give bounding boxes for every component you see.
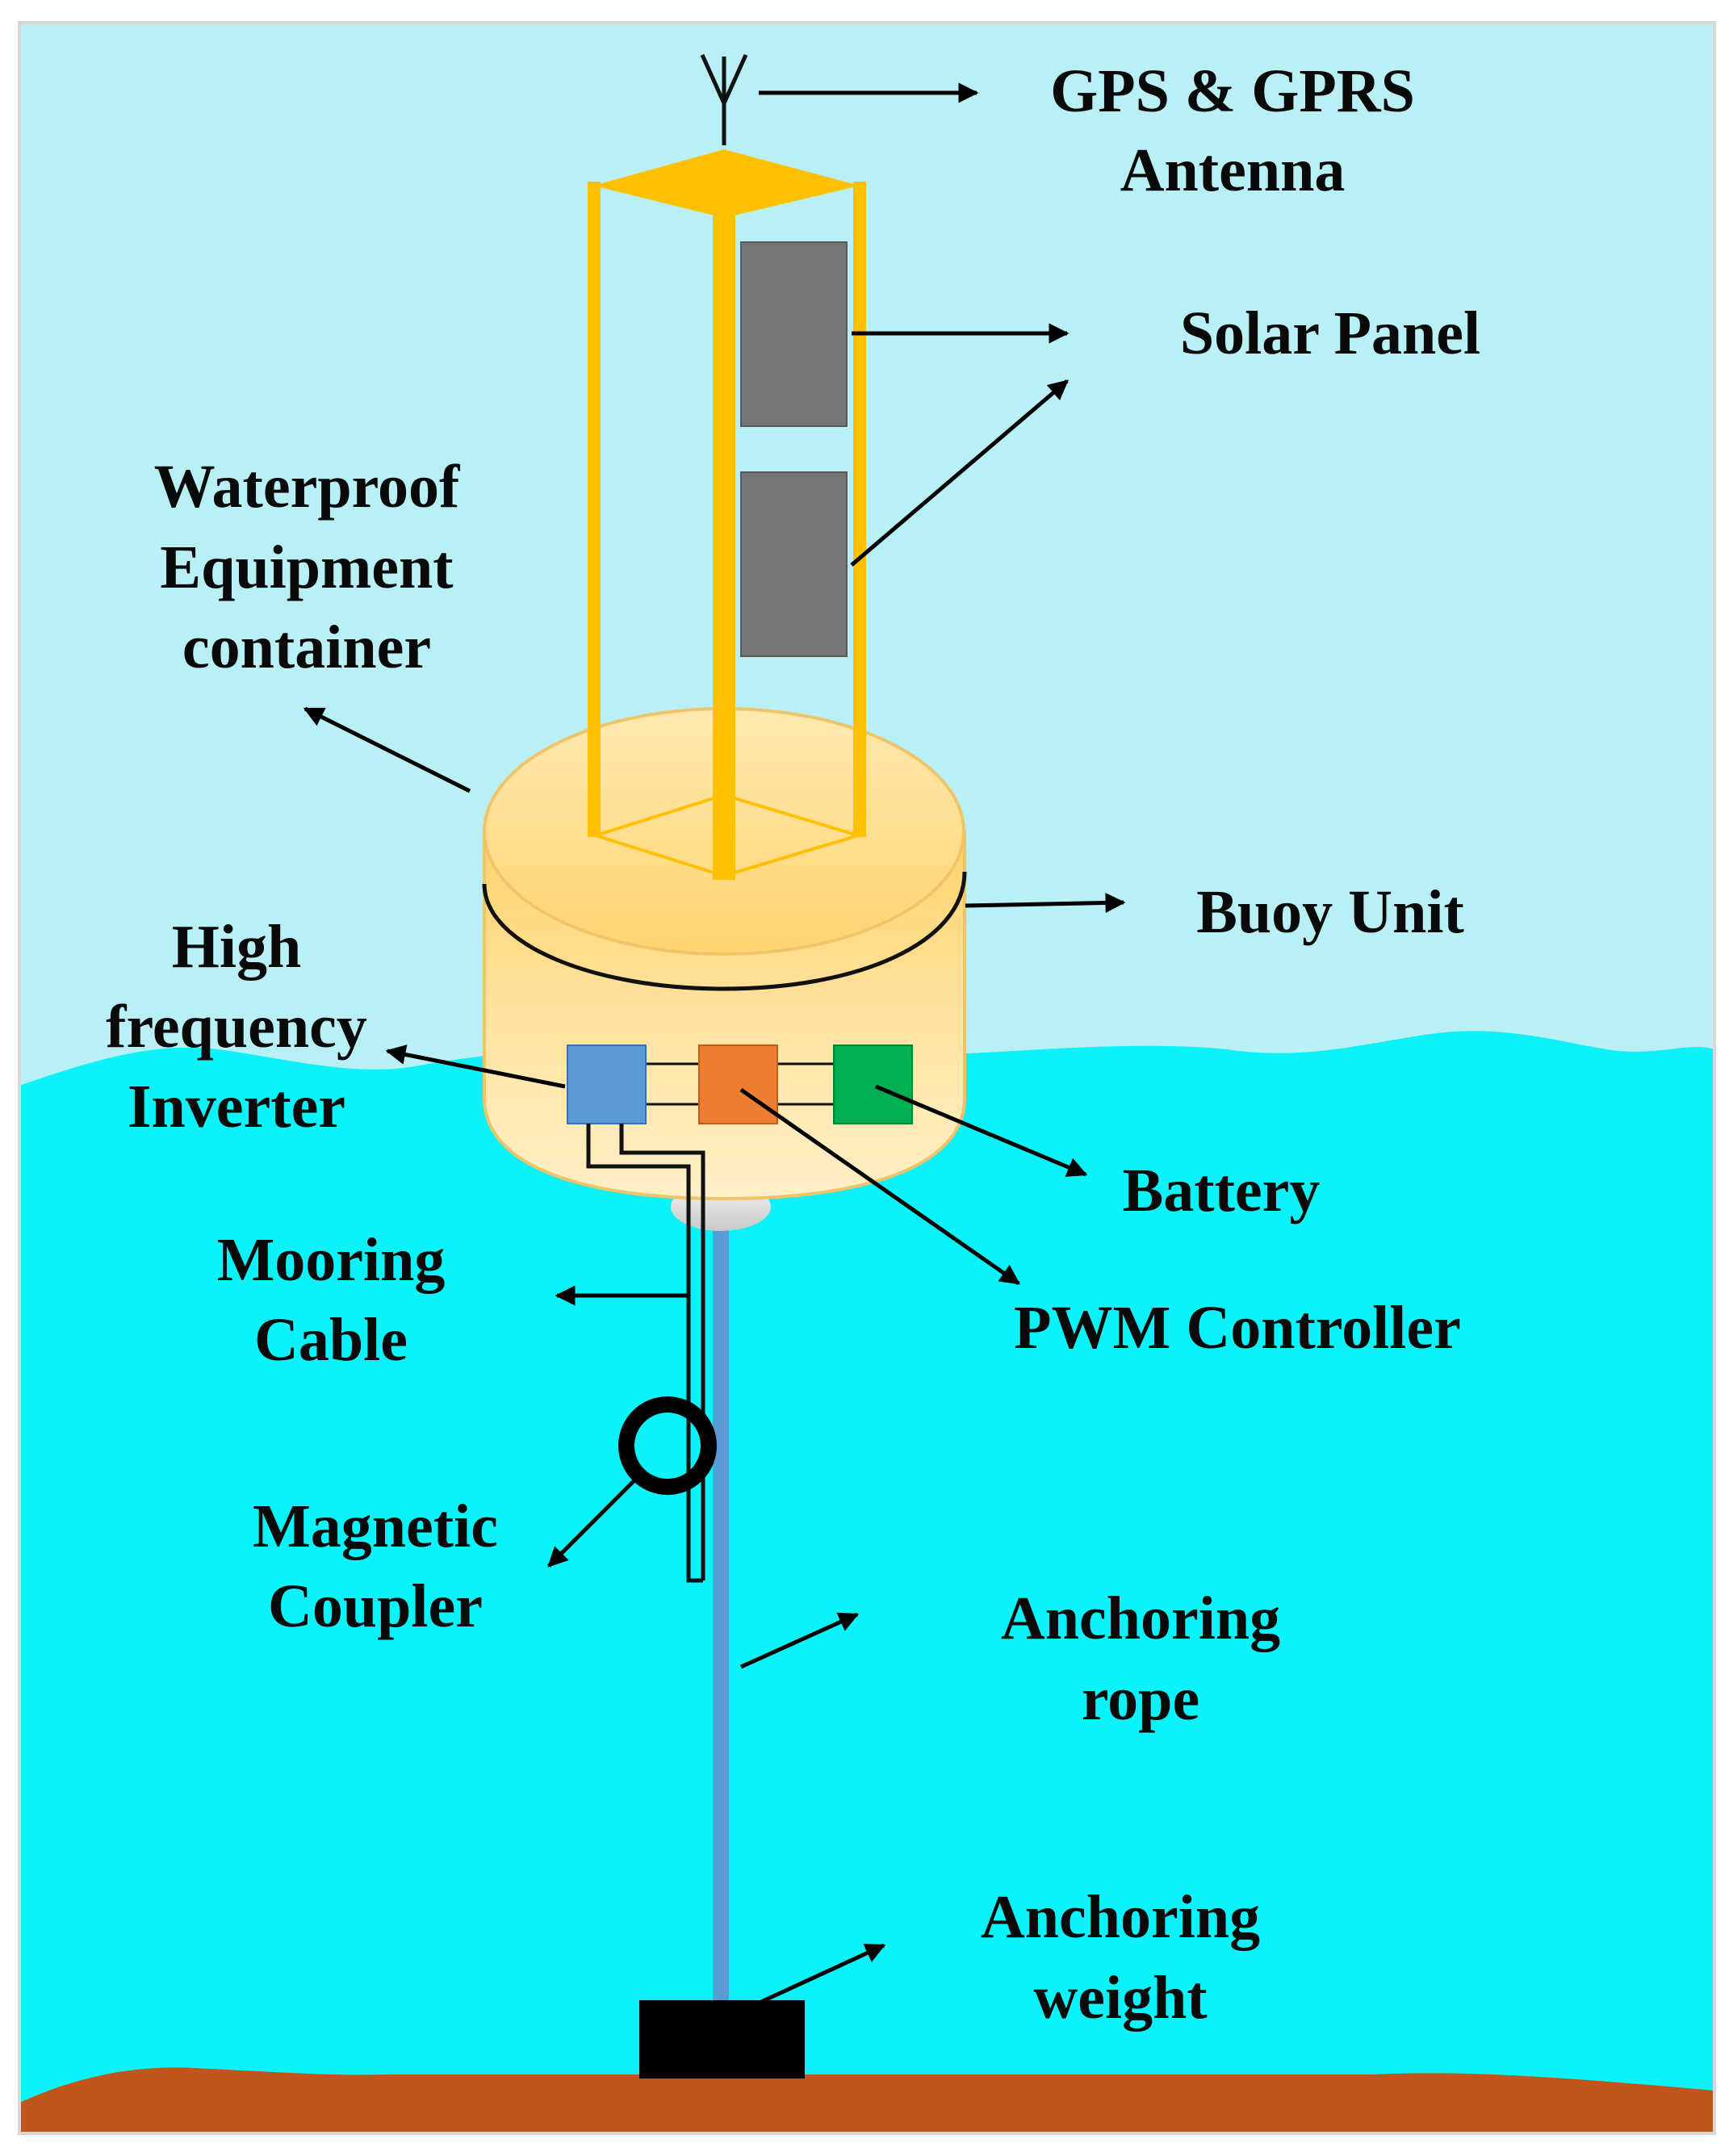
electronics-modules [567,1045,913,1124]
rope-label-line2: rope [1082,1665,1199,1733]
gps-label-line1: GPS & GPRS [1050,57,1415,125]
leader-arrows [303,82,1126,2004]
mooring-label-line1: Mooring [217,1226,446,1294]
inverter-label-line1: High [172,913,302,981]
mooring-cable [586,1124,705,1583]
buoy-unit-label: Buoy Unit [1196,878,1464,946]
pwm-controller-module [698,1045,778,1124]
mooring-label-line2: Cable [254,1306,408,1374]
pwm-controller-label: PWM Controller [1014,1294,1461,1362]
inverter-label-line3: Inverter [128,1073,345,1141]
rope-label-line1: Anchoring [1001,1585,1280,1652]
waterproof-label-line1: Waterproof [154,453,461,521]
sea-water [19,1031,1714,2133]
waterproof-label-line3: container [182,613,431,681]
anchoring-weight [639,2000,805,2079]
waterproof-label-line2: Equipment [160,534,453,601]
battery-module [833,1045,913,1124]
inverter-label-line2: frequency [106,993,367,1061]
weight-label-line2: weight [1033,1964,1207,2032]
solar-frame [588,149,866,880]
solar-panel-lower [740,471,848,657]
magnetic-coupler [618,1396,717,1495]
labels: GPS & GPRS Antenna Solar Panel Waterproo… [106,57,1480,2032]
solar-panel-label: Solar Panel [1180,299,1480,367]
magnetic-label-line1: Magnetic [253,1492,498,1560]
seabed [19,2067,1714,2133]
anchoring-rope [713,1211,729,2010]
gps-label-line2: Antenna [1120,136,1346,204]
diagram-border [18,21,1716,2135]
gps-gprs-antenna [700,53,748,145]
inverter-module [567,1045,647,1124]
magnetic-label-line2: Coupler [268,1572,483,1640]
weight-label-line1: Anchoring [981,1883,1260,1951]
solar-panel-upper [740,241,848,427]
battery-label: Battery [1123,1157,1321,1225]
